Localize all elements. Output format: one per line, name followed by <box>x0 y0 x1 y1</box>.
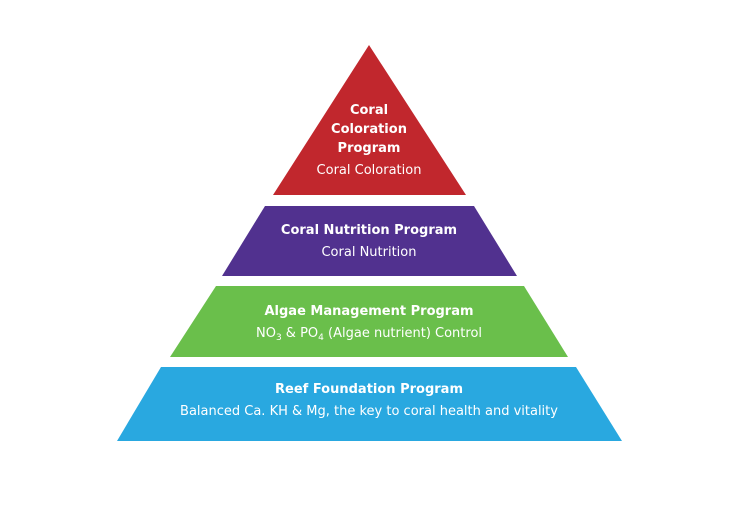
subtitle-part: & PO <box>281 326 319 341</box>
tier-title: Coloration <box>331 122 407 137</box>
tier-title: Coral <box>349 103 389 118</box>
tier-subtitle: NO3 & PO4 (Algae nutrient) Control <box>0 324 738 343</box>
tier-reef-foundation-label: Reef Foundation Program Balanced Ca. KH … <box>0 380 738 421</box>
pyramid-tier-algae-management <box>170 286 568 357</box>
tier-title: Program <box>337 141 401 156</box>
tier-subtitle: Coral Nutrition <box>321 245 417 260</box>
tier-subtitle: Balanced Ca. KH & Mg, the key to coral h… <box>180 404 558 419</box>
tier-coral-nutrition-label: Coral Nutrition Program Coral Nutrition <box>0 221 738 262</box>
subscript: 4 <box>318 333 324 343</box>
tier-title: Algae Management Program <box>264 304 474 319</box>
pyramid-tier-coral-coloration <box>273 45 466 195</box>
subtitle-part: (Algae nutrient) Control <box>323 326 483 341</box>
subtitle-part: NO <box>255 326 276 341</box>
tier-subtitle: Coral Coloration <box>316 163 422 178</box>
tier-title: Coral Nutrition Program <box>280 223 458 238</box>
tier-title: Reef Foundation Program <box>275 382 463 397</box>
tier-coral-coloration-label: Coral Coloration Program Coral Coloratio… <box>0 101 738 180</box>
pyramid-tier-reef-foundation <box>117 367 622 441</box>
pyramid-tier-coral-nutrition <box>222 206 517 276</box>
tier-algae-management-label: Algae Management Program NO3 & PO4 (Alga… <box>0 302 738 343</box>
subscript: 3 <box>275 333 282 343</box>
